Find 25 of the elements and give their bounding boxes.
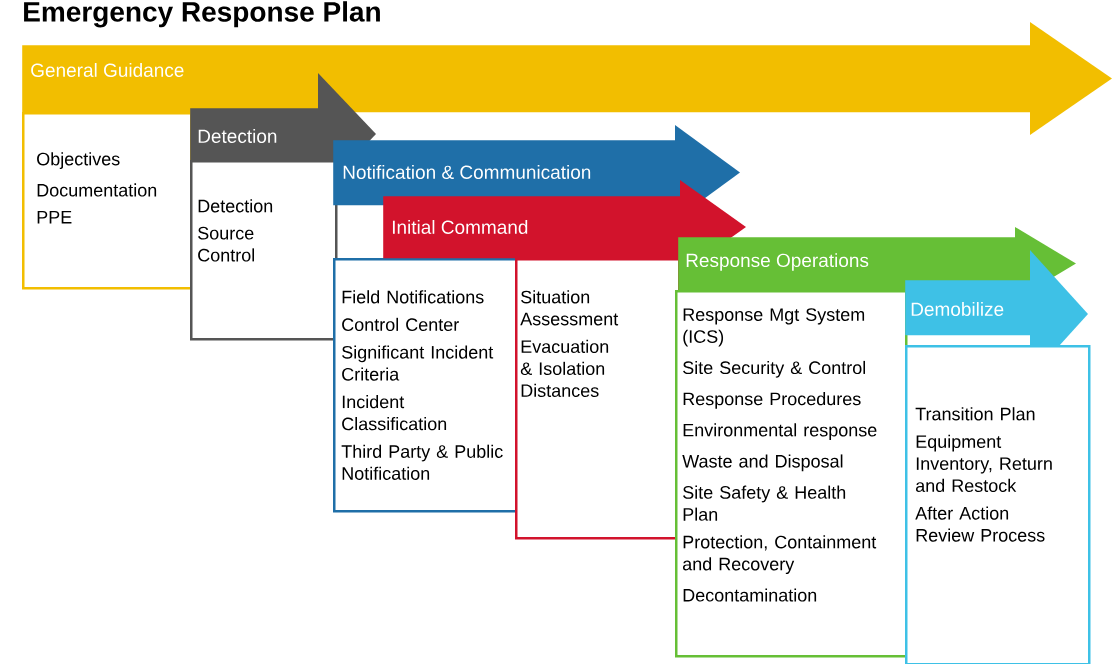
node-label: Demobilize [911,302,1004,316]
list-item: Transition Plan [915,407,1035,421]
list-item: Site Safety & Health Plan [683,485,846,521]
list-item: Detection [198,199,273,213]
list-item: Response Mgt System (ICS) [683,308,865,347]
list-item: Equipment Inventory, Return and Restock [915,434,1052,493]
list-item: Objectives [37,152,120,169]
list-item: Environmental response [683,423,877,440]
list-item: Evacuation & Isolation Distances [520,339,609,398]
list-item: Protection, Containment and Recovery [682,535,877,574]
list-item: Decontamination [683,588,817,602]
list-item: Control Center [342,317,459,332]
list-item: Significant Incident Criteria [342,345,494,381]
list-item: Source Control [198,226,254,262]
list-item: Response Procedures [683,392,861,409]
list-item: PPE [37,211,72,224]
list-item: Third Party & Public Notification [341,444,503,480]
list-item: Situation Assessment [520,290,619,326]
list-item: After Action Review Process [915,506,1045,542]
list-item: Documentation [37,183,157,197]
list-item: Waste and Disposal [682,454,843,472]
phase-banner: Demobilize [905,250,1088,378]
list-item: Site Security & Control [683,360,866,378]
list-item: Field Notifications [342,290,484,304]
list-item: Incident Classification [342,395,447,431]
